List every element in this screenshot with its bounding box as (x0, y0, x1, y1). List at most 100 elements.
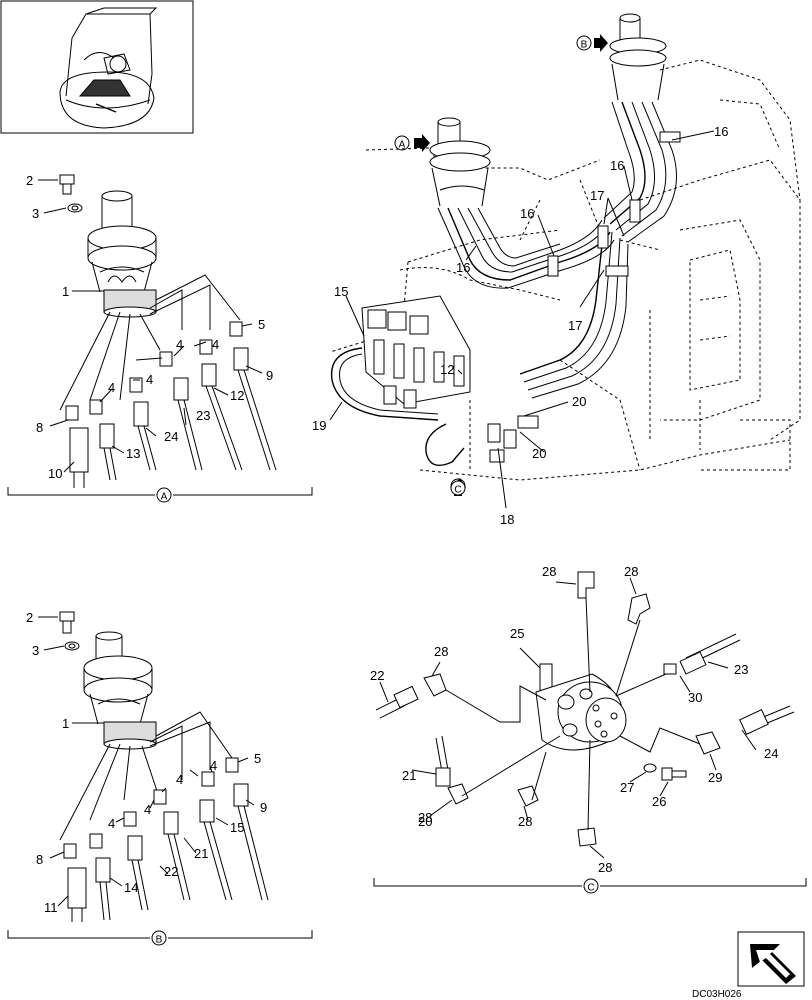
svg-text:C: C (587, 883, 594, 894)
callout: 5 (254, 751, 261, 766)
swivel-joint-icon (609, 13, 667, 101)
callout: 4 (144, 802, 151, 817)
view-marker-c-caption: C (583, 878, 599, 894)
view-b-callouts: 2 3 1 5 4 4 4 4 9 15 21 22 14 8 11 (26, 610, 267, 915)
callout: 24 (164, 429, 178, 444)
callout: 4 (176, 337, 183, 352)
callout: 21 (194, 846, 208, 861)
hose-icon (69, 347, 277, 488)
callout: 22 (370, 668, 384, 683)
callout: 28 (434, 644, 448, 659)
callout: 28 (542, 564, 556, 579)
direction-arrow-icon (737, 931, 805, 987)
callout: 9 (260, 800, 267, 815)
swivel-joint-icon (535, 663, 627, 751)
callout: 24 (764, 746, 778, 761)
bolt-icon (661, 767, 687, 781)
hose-clamp-icon (547, 131, 681, 277)
callout: 4 (210, 758, 217, 773)
excavator-cab-icon (59, 7, 158, 129)
view-a-exploded (7, 174, 313, 496)
svg-text:B: B (581, 40, 588, 51)
main-assembly-view (329, 13, 801, 509)
callout: 15 (230, 820, 244, 835)
svg-text:B: B (156, 935, 163, 946)
callout: 20 (572, 394, 586, 409)
view-b-exploded (7, 611, 313, 939)
callout: 20 (532, 446, 546, 461)
callout: 13 (126, 446, 140, 461)
view-a-callouts: 2 3 1 5 4 4 4 4 9 12 23 24 13 8 10 (26, 173, 273, 481)
callout: 16 (610, 158, 624, 173)
drawing-code: DC03H026 (692, 989, 742, 1000)
callout: 1 (62, 284, 69, 299)
callout: 11 (44, 900, 58, 915)
washer-icon (67, 203, 83, 213)
callout: 26 (652, 794, 666, 809)
hose-icon (67, 783, 269, 922)
callout: 4 (212, 337, 219, 352)
view-marker-a-caption: A (156, 487, 172, 503)
callout: 28 (598, 860, 612, 875)
swivel-joint-icon (83, 631, 157, 750)
callout: 28 (624, 564, 638, 579)
fitting-icon (65, 321, 243, 421)
swivel-joint-icon (87, 190, 157, 318)
callout: 15 (334, 284, 348, 299)
callout: 16 (456, 260, 470, 275)
callout: 2 (26, 173, 33, 188)
callout: 14 (124, 880, 138, 895)
bolt-icon (59, 611, 75, 634)
bolt-icon (59, 174, 75, 195)
hose-end-icon (375, 633, 795, 787)
control-valve-icon (361, 295, 471, 409)
callout: 23 (734, 662, 748, 677)
callout: 8 (36, 420, 43, 435)
elbow-fitting-icon (423, 571, 721, 847)
main-view-callouts: 16 16 16 16 17 17 15 12 20 20 19 18 (312, 124, 728, 527)
view-marker-c-arrow: C (450, 480, 466, 496)
view-marker-a-main: A (394, 135, 410, 151)
hose-bundle-icon (519, 225, 629, 399)
callout: 3 (32, 643, 39, 658)
callout: 19 (312, 418, 326, 433)
callout: 21 (402, 768, 416, 783)
svg-text:A: A (399, 140, 406, 151)
callout: 20 (418, 814, 432, 829)
callout: 28 (518, 814, 532, 829)
view-c-callouts: 28 28 28 28 28 28 25 22 23 30 24 29 21 2… (370, 564, 778, 875)
callout: 17 (568, 318, 582, 333)
hose-bundle-icon (603, 101, 677, 243)
callout: 28 (418, 810, 432, 825)
locator-thumbnail (0, 0, 194, 134)
view-arrow-icon (414, 34, 608, 496)
callout: 30 (688, 690, 702, 705)
callout: 10 (48, 466, 62, 481)
callout: 4 (108, 816, 115, 831)
callout: 16 (520, 206, 534, 221)
callout: 9 (266, 368, 273, 383)
callout: 29 (708, 770, 722, 785)
callout: 3 (32, 206, 39, 221)
swivel-joint-icon (429, 117, 491, 207)
callout: 4 (146, 372, 153, 387)
callout: 1 (62, 716, 69, 731)
callout: 2 (26, 610, 33, 625)
svg-text:C: C (454, 485, 461, 496)
callout: 17 (590, 188, 604, 203)
view-marker-b-caption: B (151, 930, 167, 946)
view-c-exploded (373, 571, 807, 887)
svg-text:A: A (161, 492, 168, 503)
callout: 25 (510, 626, 524, 641)
callout: 23 (196, 408, 210, 423)
callout: 12 (440, 362, 454, 377)
callout: 4 (176, 772, 183, 787)
callout: 18 (500, 512, 514, 527)
callout: 22 (164, 864, 178, 879)
hose-icon (330, 347, 465, 466)
callout: 5 (258, 317, 265, 332)
callout: 16 (714, 124, 728, 139)
washer-icon (64, 641, 80, 651)
callout: 12 (230, 388, 244, 403)
